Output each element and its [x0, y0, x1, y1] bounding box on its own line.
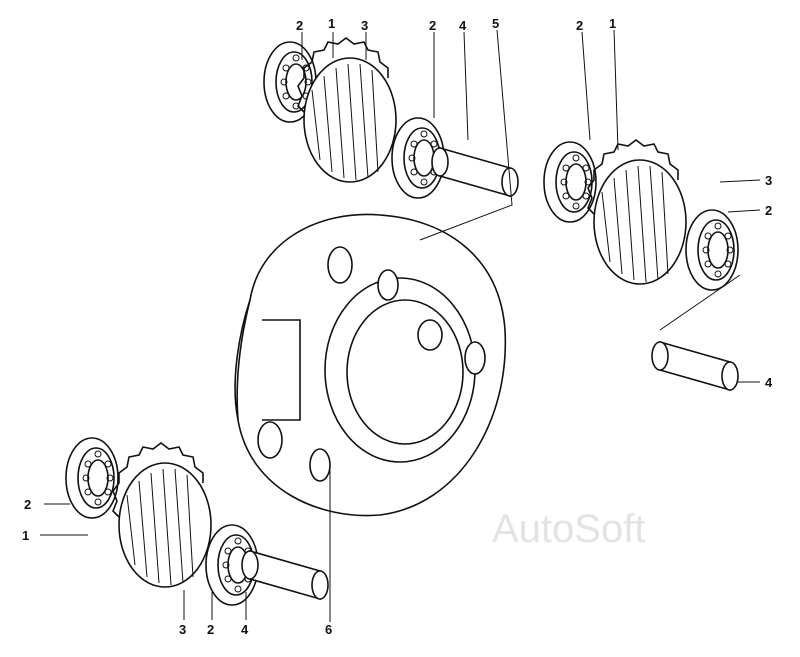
callout-right-2b: 2 — [765, 203, 772, 218]
callout-top-1: 1 — [328, 16, 335, 31]
callout-top-2a: 2 — [296, 18, 303, 33]
callout-top-2b: 2 — [429, 18, 436, 33]
gear-assembly-right — [543, 139, 739, 291]
callouts: 2 1 3 2 4 5 2 1 3 2 4 2 1 3 2 4 6 — [22, 16, 773, 637]
callout-bottom-4: 4 — [241, 622, 249, 637]
callout-right-4: 4 — [765, 375, 773, 390]
callout-right-1: 1 — [609, 16, 616, 31]
gear-assembly-top — [263, 37, 519, 199]
callout-top-5: 5 — [492, 16, 499, 31]
callout-left-1: 1 — [22, 528, 29, 543]
callout-right-2: 2 — [576, 18, 583, 33]
callout-top-3: 3 — [361, 18, 368, 33]
callout-bottom-2: 2 — [207, 622, 214, 637]
callout-right-3: 3 — [765, 173, 772, 188]
leader-lines — [40, 29, 761, 622]
watermark: AutoSoft — [492, 507, 645, 551]
pin-4-right — [651, 341, 739, 391]
callout-top-4: 4 — [459, 18, 467, 33]
carrier — [234, 213, 507, 517]
callout-left-2: 2 — [24, 497, 31, 512]
callout-bottom-3: 3 — [179, 622, 186, 637]
callout-bottom-6: 6 — [325, 622, 332, 637]
